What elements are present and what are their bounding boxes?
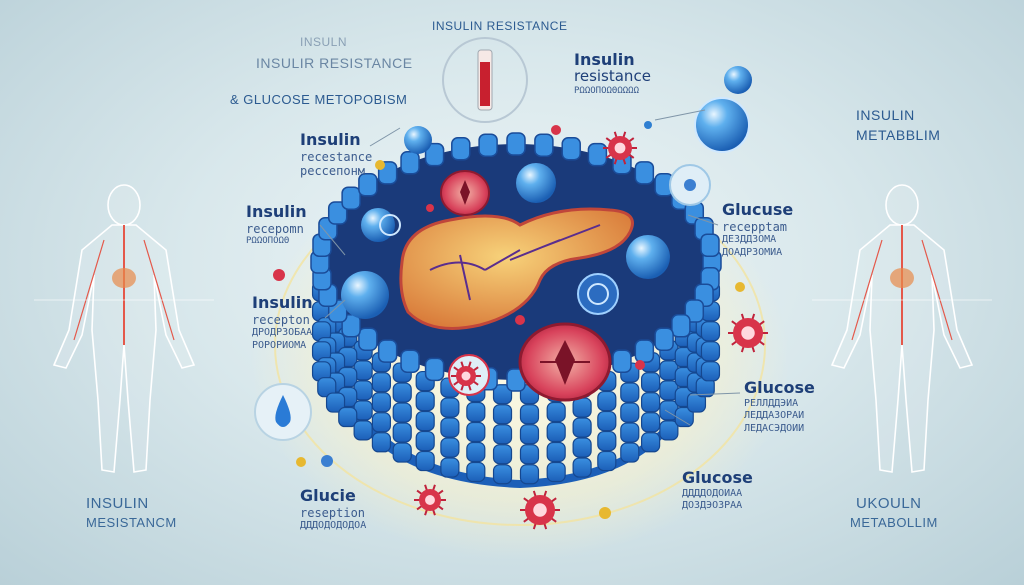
bottom-left-line-1: INSULIN	[86, 495, 149, 512]
inner-vesicles	[341, 163, 670, 319]
bottom-right-line-1: UKOULN	[856, 495, 922, 512]
callout-insulin-resistance: Insulin resistance ΡΩΩΟΠΟΩΘΩΩΩΩ	[574, 50, 651, 96]
bottom-left-line-2: MESISTANCM	[86, 515, 177, 530]
callout-glucose-bottom: Glucose ДДДДОДОИАА ДОЗДЭОЗРАА	[682, 468, 753, 512]
callout-insulin-recepomn: Insulin recepomn ΡΩΩΟΠΟΩΘ	[246, 202, 307, 247]
page-title: INSULIN RESISTANCE	[432, 19, 568, 33]
pancreas-ducts	[429, 224, 601, 301]
right-heading-line-2: METABBLIM	[856, 127, 941, 143]
bottom-right-line-2: METABOLLIM	[850, 515, 938, 530]
heading-line-3: & GLUCOSE METOPOBISM	[230, 92, 408, 107]
outer-bubbles	[254, 66, 752, 441]
pancreas-illustration	[399, 207, 634, 330]
tissue-section-top	[440, 170, 490, 216]
callout-insulin-recepton: Insulin recepton ДРОДРЗОБАА РОРОРИОМА	[252, 293, 313, 351]
callout-glucose-mid: Glucose РЕЛЛДДЭИА ЛЕДДАЗОРАИ ЛЕДАСЭДОИИ	[744, 378, 815, 434]
molecule-dots	[273, 121, 745, 519]
callout-glucuse-receptor: Glucuse recepptam ДЕЗДДЗОМА ДОАДРЗОМИА	[722, 200, 794, 258]
right-heading-line-1: INSULIN	[856, 107, 915, 123]
callout-insulin-recestance: Insulin recestance рессепонм	[300, 130, 373, 179]
pathogen-particles	[414, 131, 768, 530]
human-body-left	[34, 184, 214, 473]
leader-lines	[319, 109, 741, 426]
heading-line-1: INSULN	[300, 35, 348, 49]
heading-line-2: INSULIR RESISTANCE	[256, 55, 413, 71]
callout-glucie-reseption: Glucie reseption ДДДОДОДОДОА	[300, 486, 367, 532]
insulin-vial-icon	[442, 37, 528, 123]
tissue-section-bottom	[518, 322, 612, 402]
human-body-right	[812, 184, 992, 473]
